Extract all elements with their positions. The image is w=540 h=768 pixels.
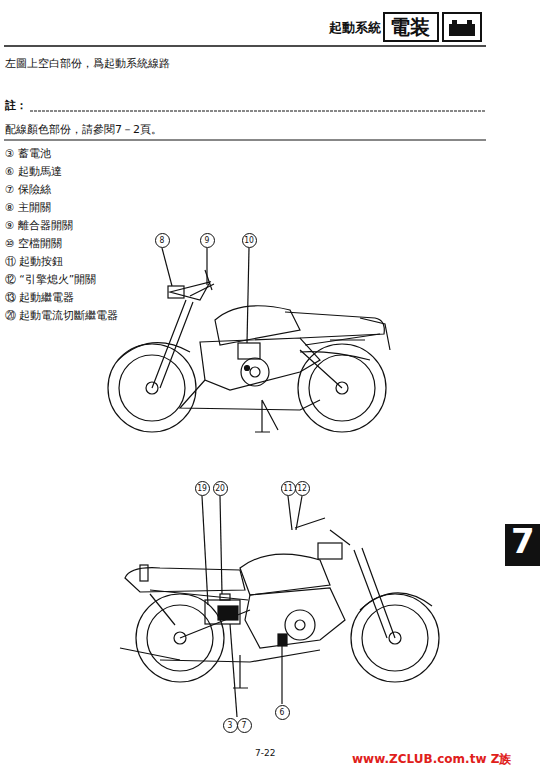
part-name: ⑳ 起動電流切斷繼電器 — [5, 309, 118, 322]
callout-number: 7 — [242, 720, 247, 730]
section-title: 起動系統 — [329, 20, 381, 36]
callout-circle: 7 — [237, 718, 252, 733]
callout-circle: 3 — [223, 718, 238, 733]
callout-number: 9 — [205, 235, 210, 245]
callout-circle: 8 — [155, 233, 170, 248]
battery-icon — [443, 13, 481, 41]
part-name: ⑧ 主開關 — [5, 201, 51, 214]
header-label: 電装 — [390, 15, 430, 39]
part-name: ⑫ “引擎熄火”開關 — [5, 273, 96, 286]
part-name: ⑪ 起動按鈕 — [5, 255, 63, 268]
page-number: 7-22 — [255, 748, 275, 759]
watermark: www.ZCLUB.com.tw Z族 — [352, 752, 511, 766]
part-name: ⑨ 離合器開關 — [5, 219, 73, 232]
callout-number: 19 — [197, 483, 207, 493]
note-text: 左圖上空白部份，爲起動系統線路 — [5, 57, 170, 70]
callout-circle: 9 — [200, 233, 215, 248]
motorcycle-right — [120, 496, 439, 717]
note-heading: 註： — [5, 99, 27, 112]
callout-circle: 19 — [195, 481, 210, 496]
callout-circle: 12 — [295, 481, 310, 496]
callout-number: 8 — [160, 235, 165, 245]
chapter-tab — [505, 524, 540, 566]
callout-number: 10 — [244, 235, 254, 245]
part-name: ⑬ 起動繼電器 — [5, 291, 74, 304]
callout-circle: 11 — [281, 481, 296, 496]
callout-circle: 6 — [275, 705, 290, 720]
note-text: 配線顏色部份，請參閱7－2頁。 — [5, 123, 162, 136]
motorcycle-left — [108, 248, 390, 432]
callout-number: 12 — [297, 483, 307, 493]
part-name: ③ 蓄電池 — [5, 147, 51, 160]
chapter-number: 7 — [511, 523, 535, 560]
part-name: ⑦ 保險絲 — [5, 183, 51, 196]
callout-number: 11 — [283, 483, 293, 493]
callout-number: 6 — [280, 707, 285, 717]
callout-circle: 10 — [242, 233, 257, 248]
callout-number: 3 — [228, 720, 233, 730]
callout-circle: 20 — [213, 481, 228, 496]
part-name: ⑥ 起動馬達 — [5, 165, 62, 178]
callout-number: 20 — [215, 483, 225, 493]
part-name: ⑩ 空檔開關 — [5, 237, 62, 250]
header-box — [384, 13, 438, 41]
